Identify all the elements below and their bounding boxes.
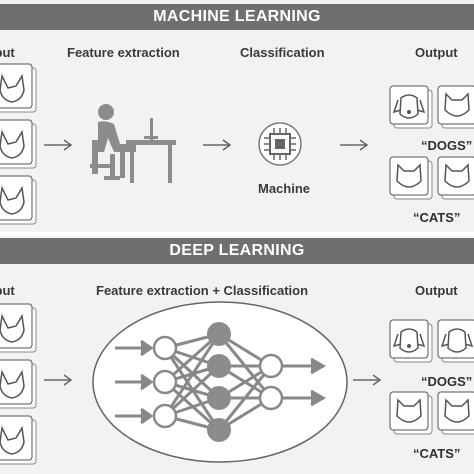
dl-dogs-label: “DOGS” xyxy=(421,374,473,389)
dl-output-cats xyxy=(389,391,474,435)
ml-output-label: Output xyxy=(415,45,458,60)
neural-network-icon xyxy=(92,301,348,463)
ml-classification-label: Classification xyxy=(240,45,325,60)
ml-output-dogs xyxy=(389,85,474,129)
dl-cats-label: “CATS” xyxy=(413,446,461,461)
cat-photo-icon xyxy=(0,359,37,409)
cat-face-icon xyxy=(437,156,474,200)
microchip-icon xyxy=(258,122,302,166)
dl-output-dogs xyxy=(389,319,474,363)
cat-photo-icon xyxy=(0,303,37,353)
deep-learning-panel: DEEP LEARNING Input Feature extraction +… xyxy=(0,236,474,474)
cat-photo-icon xyxy=(0,63,37,113)
right-arrow-icon xyxy=(203,139,232,151)
dl-output-label: Output xyxy=(415,283,458,298)
right-arrow-icon xyxy=(353,374,382,386)
ml-output-cats xyxy=(389,156,474,200)
ml-input-images xyxy=(0,63,37,225)
right-arrow-icon xyxy=(340,139,369,151)
machine-learning-title: MACHINE LEARNING xyxy=(0,4,474,30)
dl-step-label: Feature extraction + Classification xyxy=(96,283,309,298)
cat-photo-icon xyxy=(0,119,37,169)
dog-face-icon xyxy=(389,319,433,363)
dl-input-images xyxy=(0,303,37,465)
cat-face-icon xyxy=(437,85,474,129)
dl-input-label: Input xyxy=(0,283,15,298)
cat-face-icon xyxy=(389,391,433,435)
dog-face-icon xyxy=(437,319,474,363)
cat-photo-icon xyxy=(0,415,37,465)
machine-learning-panel: MACHINE LEARNING Input Feature extractio… xyxy=(0,0,474,232)
right-arrow-icon xyxy=(44,374,73,386)
ml-cats-label: “CATS” xyxy=(413,210,461,225)
cat-photo-icon xyxy=(0,175,37,225)
ml-feature-extraction-label: Feature extraction xyxy=(67,45,180,60)
right-arrow-icon xyxy=(44,139,73,151)
person-at-computer-icon xyxy=(90,104,176,183)
ml-input-label: Input xyxy=(0,45,15,60)
cat-face-icon xyxy=(437,391,474,435)
machine-label: Machine xyxy=(258,181,311,196)
dog-face-icon xyxy=(389,85,433,129)
ml-dogs-label: “DOGS” xyxy=(421,138,473,153)
deep-learning-title: DEEP LEARNING xyxy=(0,238,474,264)
cat-face-icon xyxy=(389,156,433,200)
